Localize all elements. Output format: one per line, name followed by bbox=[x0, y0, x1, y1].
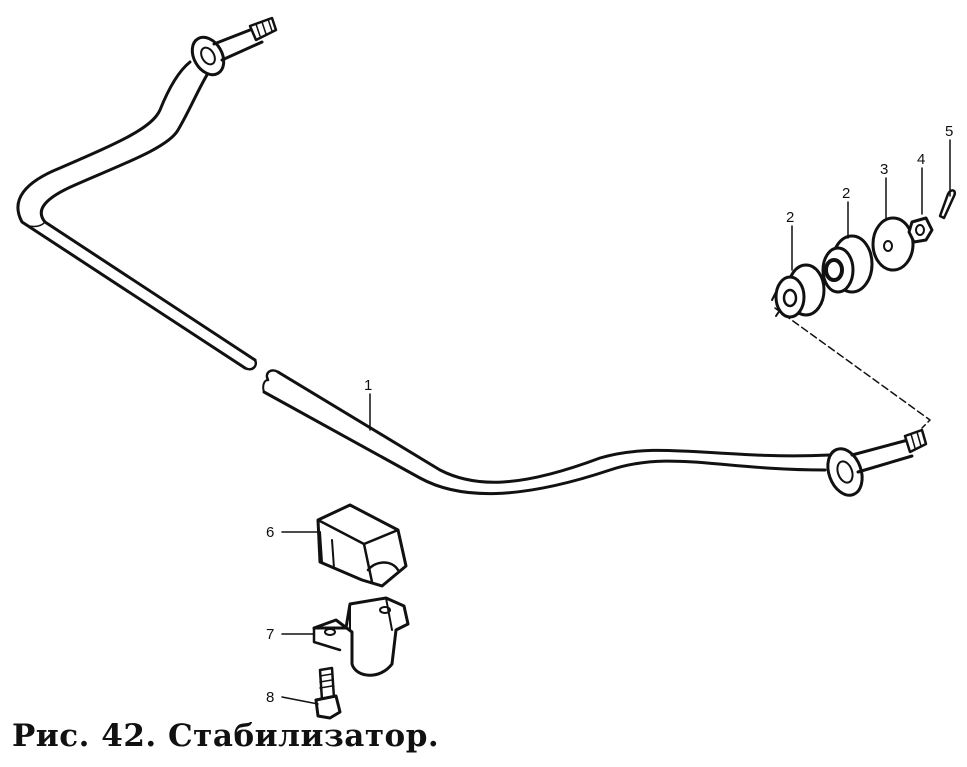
callout-2b: 2 bbox=[842, 185, 850, 202]
bar-right-end bbox=[826, 428, 928, 497]
stabilizer-bar-right bbox=[262, 369, 832, 496]
washer bbox=[871, 216, 915, 272]
callout-5: 5 bbox=[945, 123, 953, 140]
washer-hole bbox=[883, 240, 893, 252]
callout-4: 4 bbox=[917, 151, 925, 168]
clamp-cushion bbox=[316, 503, 408, 588]
callout-6: 6 bbox=[266, 524, 274, 541]
mounting-bracket bbox=[312, 596, 410, 677]
castle-nut bbox=[907, 216, 934, 244]
assembly-guide-line bbox=[774, 307, 931, 429]
cotter-pin bbox=[938, 189, 956, 220]
stabilizer-bar-left bbox=[16, 60, 257, 371]
bar-left-end bbox=[190, 16, 278, 77]
callout-8: 8 bbox=[266, 689, 274, 706]
leader-lines bbox=[281, 139, 951, 705]
figure-caption: Рис. 42. Стабилизатор. bbox=[12, 718, 440, 754]
bolt bbox=[314, 666, 342, 720]
rubber-bushing-right bbox=[821, 234, 874, 294]
callout-2a: 2 bbox=[786, 209, 794, 226]
callout-3: 3 bbox=[880, 161, 888, 178]
callout-7: 7 bbox=[266, 626, 274, 643]
callout-1: 1 bbox=[364, 377, 372, 394]
rubber-bushing-left bbox=[771, 263, 826, 319]
